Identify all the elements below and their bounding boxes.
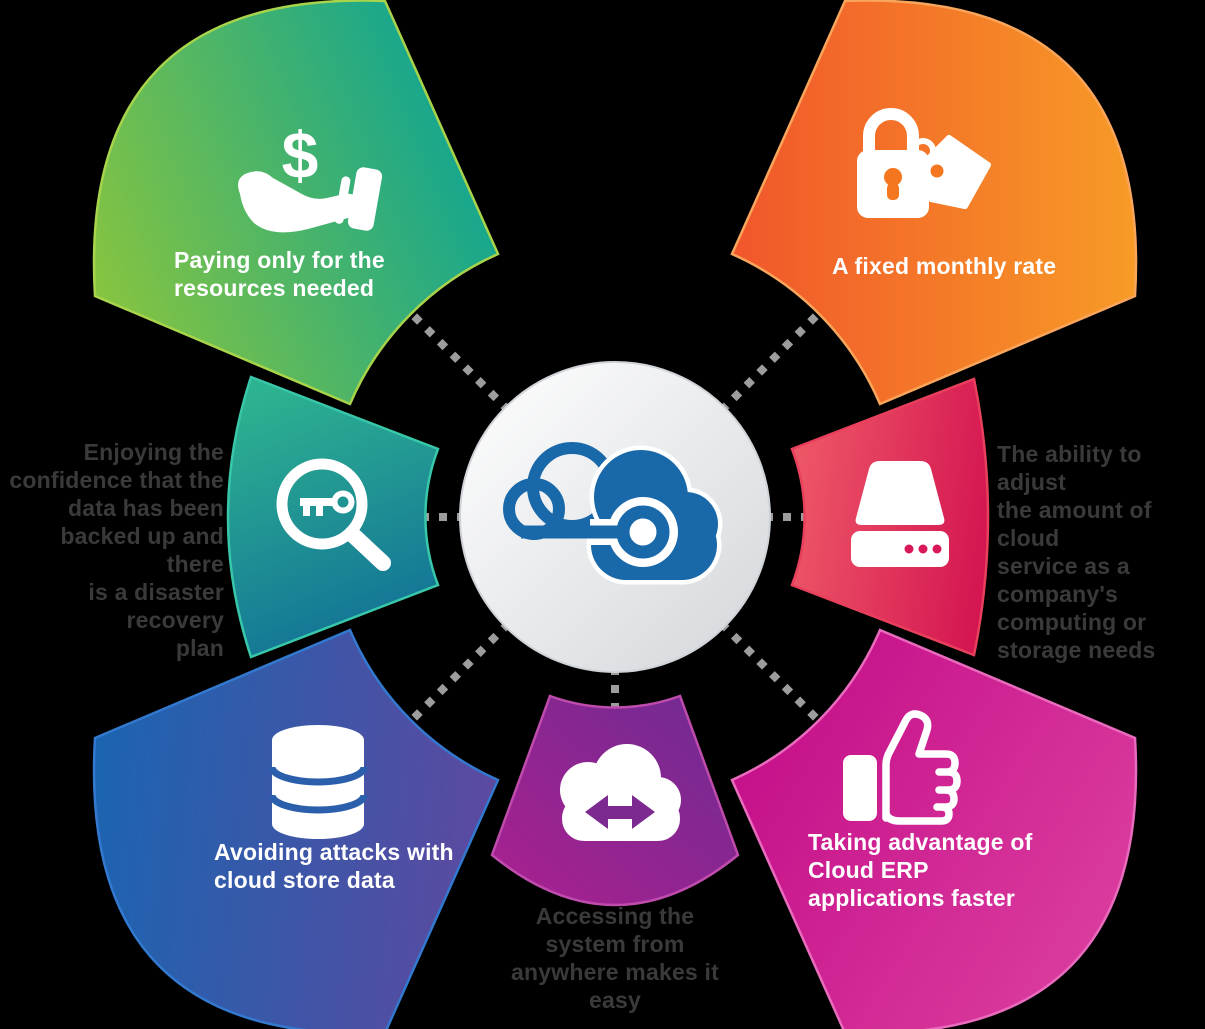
label-cloud-erp-faster: Taking advantage of Cloud ERP applicatio… xyxy=(808,829,1033,911)
lock-price-tag-icon xyxy=(857,108,991,218)
hand-dollar-icon: $ xyxy=(238,118,383,233)
connector-top-left xyxy=(408,310,512,414)
connector-top-right xyxy=(718,310,822,414)
cloud-sync-icon xyxy=(560,744,681,841)
database-icon xyxy=(268,725,368,839)
connector-lines xyxy=(408,310,822,724)
label-fixed-monthly-rate: A fixed monthly rate xyxy=(832,253,1057,279)
label-access-anywhere: Accessing the system from anywhere makes… xyxy=(511,903,719,1013)
magnifier-key-icon xyxy=(276,458,391,571)
hard-drive-icon xyxy=(851,461,949,567)
cloud-network-icon xyxy=(503,442,723,585)
connector-bottom-right xyxy=(718,620,822,724)
label-adjust-cloud-service: The ability to adjust the amount of clou… xyxy=(997,441,1156,663)
wedge-backup-recovery xyxy=(226,375,440,659)
label-pay-per-use: Paying only for the resources needed xyxy=(174,247,385,301)
dollar-sign-glyph: $ xyxy=(282,118,319,192)
wedge-cloud-erp-faster xyxy=(730,628,1138,1029)
open-hand-shape xyxy=(238,171,360,233)
label-backup-recovery: Enjoying the confidence that the data ha… xyxy=(9,439,224,661)
label-avoid-attacks: Avoiding attacks with cloud store data xyxy=(214,839,454,893)
double-arrow-glyph xyxy=(585,795,655,829)
connector-bottom-left xyxy=(408,620,512,724)
thumbs-up-icon xyxy=(843,710,961,825)
